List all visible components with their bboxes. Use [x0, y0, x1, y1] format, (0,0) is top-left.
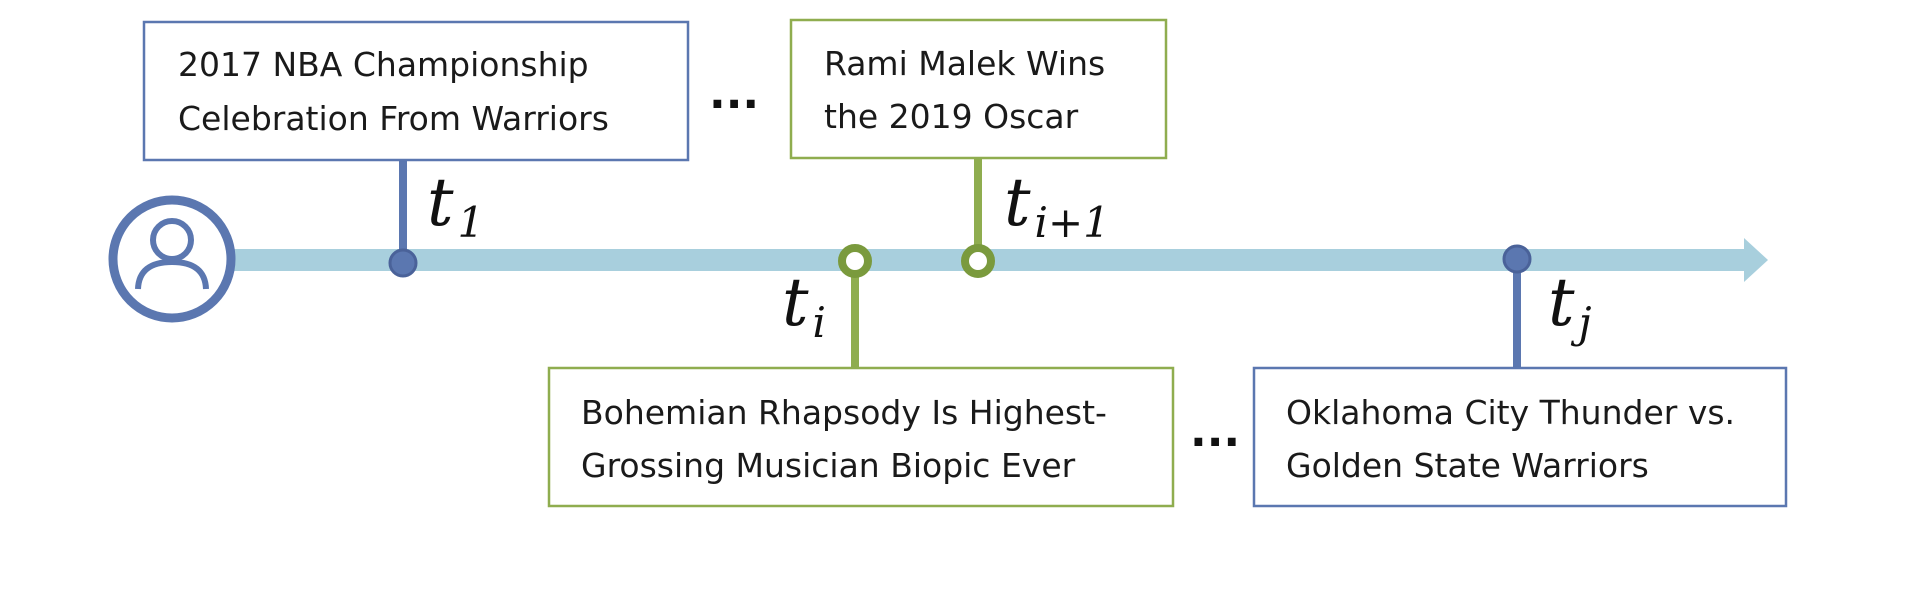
event-3-box: [547, 366, 1175, 508]
time-label-ti1-base: t: [1004, 164, 1031, 241]
event-2-line-1: Rami Malek Wins: [824, 44, 1105, 83]
time-label-ti-sub: i: [813, 298, 826, 347]
time-label-tj: tj: [1548, 264, 1592, 347]
ellipsis-bottom: ...: [1190, 406, 1240, 457]
event-1-box: [142, 20, 690, 162]
time-label-t1-sub: 1: [458, 198, 485, 247]
event-1-marker: [388, 248, 418, 278]
event-3-marker: [838, 244, 872, 278]
event-1: 2017 NBA Championship Celebration From W…: [142, 20, 690, 278]
time-label-ti: ti: [782, 264, 826, 347]
time-label-ti1-sub: i+1: [1035, 198, 1110, 247]
event-4-marker: [1502, 244, 1532, 274]
event-4-line-1: Oklahoma City Thunder vs.: [1286, 393, 1735, 432]
time-label-ti1: ti+1: [1004, 164, 1110, 247]
event-2-box: [789, 18, 1168, 160]
event-4-line-2: Golden State Warriors: [1286, 446, 1649, 485]
time-label-t1: t1: [427, 164, 484, 247]
event-2-line-2: the 2019 Oscar: [824, 97, 1079, 136]
event-2: Rami Malek Wins the 2019 Oscar: [789, 18, 1168, 278]
timeline-arrow-icon: [1744, 238, 1768, 282]
event-2-marker: [961, 244, 995, 278]
user-icon: [108, 195, 236, 323]
event-3-line-1: Bohemian Rhapsody Is Highest-: [581, 393, 1107, 432]
event-4: Oklahoma City Thunder vs. Golden State W…: [1252, 244, 1788, 508]
time-label-tj-base: t: [1548, 264, 1575, 341]
ellipsis-top: ...: [709, 68, 759, 119]
time-label-ti-base: t: [782, 264, 809, 341]
event-3: Bohemian Rhapsody Is Highest- Grossing M…: [547, 244, 1175, 508]
event-1-line-2: Celebration From Warriors: [178, 99, 609, 138]
time-label-t1-base: t: [427, 164, 454, 241]
event-1-line-1: 2017 NBA Championship: [178, 45, 589, 84]
event-4-box: [1252, 366, 1788, 508]
event-3-line-2: Grossing Musician Biopic Ever: [581, 446, 1076, 485]
